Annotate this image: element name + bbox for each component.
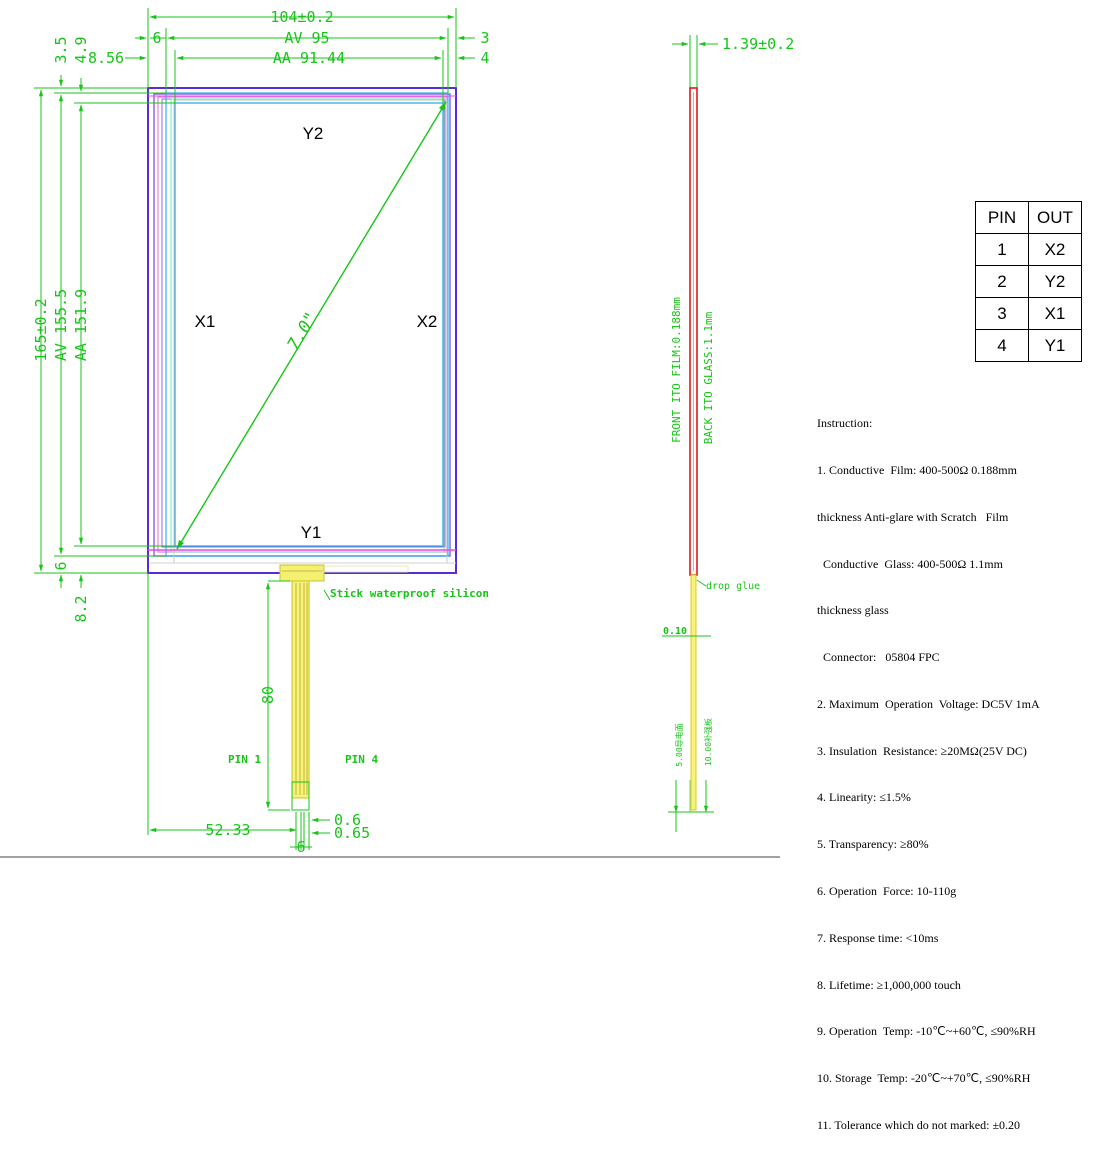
table-row: 3 X1 xyxy=(975,297,1082,330)
dim-aa-height: AA 151.9 xyxy=(72,289,90,361)
instruction-line: 2. Maximum Operation Voltage: DC5V 1mA xyxy=(817,696,1040,711)
dim-thickness: 1.39±0.2 xyxy=(722,35,794,53)
label-x1: X1 xyxy=(195,312,216,331)
pin-table-header: PIN OUT xyxy=(975,201,1082,234)
dim-5mm: 5.00导电面 xyxy=(674,723,684,766)
out-cell: X1 xyxy=(1028,297,1082,330)
instruction-line: 5. Transparency: ≥80% xyxy=(817,837,929,852)
pin4-label: PIN 4 xyxy=(345,753,378,766)
label-y1: Y1 xyxy=(301,523,322,542)
drop-glue-label: drop glue xyxy=(706,581,760,592)
instruction-line: thickness glass xyxy=(817,603,889,618)
instruction-line: 4. Linearity: ≤1.5% xyxy=(817,790,911,805)
instructions-title: Instruction: xyxy=(817,416,873,431)
pin-table: PIN OUT 1 X2 2 Y2 3 X1 4 Y1 xyxy=(975,201,1082,362)
dim-10mm: 10.00补强板 xyxy=(703,718,713,766)
instruction-line: 1. Conductive Film: 400-500Ω 0.188mm xyxy=(817,462,1017,477)
pin-header: PIN xyxy=(975,201,1029,234)
instruction-line: 3. Insulation Resistance: ≥20MΩ(25V DC) xyxy=(817,743,1027,758)
pin-cell: 4 xyxy=(975,329,1029,362)
instructions-block: Instruction: 1. Conductive Film: 400-500… xyxy=(817,385,1107,1149)
dim-right-4: 4 xyxy=(480,49,489,67)
pin-cell: 1 xyxy=(975,233,1029,266)
back-ito-label: BACK ITO GLASS:1.1mm xyxy=(702,311,715,444)
instruction-line: 9. Operation Temp: -10℃~+60℃, ≤90%RH xyxy=(817,1024,1036,1039)
dim-065: 0.65 xyxy=(334,824,370,842)
dim-offset-5233: 52.33 xyxy=(205,821,250,839)
dim-aa-width: AA 91.44 xyxy=(273,49,345,67)
out-cell: Y2 xyxy=(1028,265,1082,298)
dim-top-35: 3.5 xyxy=(52,36,70,63)
dim-av-height: AV 155.5 xyxy=(52,289,70,361)
dim-right-3: 3 xyxy=(480,29,489,47)
out-cell: X2 xyxy=(1028,233,1082,266)
instruction-line: 10. Storage Temp: -20℃~+70℃, ≤90%RH xyxy=(817,1071,1031,1086)
tail-dimension-lines xyxy=(147,573,331,850)
dim-total-width: 104±0.2 xyxy=(270,8,333,26)
table-row: 4 Y1 xyxy=(975,329,1082,362)
dim-left-6: 6 xyxy=(152,29,161,47)
instruction-line: Conductive Glass: 400-500Ω 1.1mm xyxy=(817,556,1003,571)
dim-bottom-6: 6 xyxy=(52,561,70,570)
pin-cell: 3 xyxy=(975,297,1029,330)
front-ito-label: FRONT ITO FILM:0.188mm xyxy=(670,297,683,443)
label-x2: X2 xyxy=(417,312,438,331)
dim-left-856: 8.56 xyxy=(88,49,124,67)
technical-drawing: 7.0" Y2 Y1 X1 X2 104±0.2 AV 95 AA 91.44 … xyxy=(0,8,794,858)
dim-diagonal: 7.0" xyxy=(284,309,322,354)
note-silicon: Stick waterproof silicon xyxy=(330,587,489,600)
fpc-tail xyxy=(279,564,409,811)
instruction-line: thickness Anti-glare with Scratch Film xyxy=(817,509,1009,524)
table-row: 2 Y2 xyxy=(975,265,1082,298)
dim-tail-80: 80 xyxy=(259,686,277,704)
pin-cell: 2 xyxy=(975,265,1029,298)
dim-top-49: 4.9 xyxy=(72,36,90,63)
instruction-line: 8. Lifetime: ≥1,000,000 touch xyxy=(817,977,961,992)
diagonal-dimension xyxy=(176,101,447,550)
instruction-line: Connector: 05804 FPC xyxy=(817,650,940,665)
dim-010: 0.10 xyxy=(663,626,687,637)
dim-av-width: AV 95 xyxy=(284,29,329,47)
dim-tail-6: 6 xyxy=(296,838,305,856)
table-row: 1 X2 xyxy=(975,233,1082,266)
pin1-label: PIN 1 xyxy=(228,753,261,766)
dim-bottom-82: 8.2 xyxy=(72,595,90,622)
out-header: OUT xyxy=(1028,201,1082,234)
left-dimension-lines xyxy=(34,75,175,588)
top-dimension-lines xyxy=(125,8,475,103)
out-cell: Y1 xyxy=(1028,329,1082,362)
side-view xyxy=(662,35,718,832)
dim-06: 0.6 xyxy=(334,811,361,829)
label-y2: Y2 xyxy=(303,124,324,143)
instruction-line: 11. Tolerance which do not marked: ±0.20 xyxy=(817,1117,1021,1132)
instruction-line: 6. Operation Force: 10-110g xyxy=(817,884,957,898)
instruction-line: 7. Response time: <10ms xyxy=(817,930,939,945)
dim-total-height: 165±0.2 xyxy=(32,298,50,361)
